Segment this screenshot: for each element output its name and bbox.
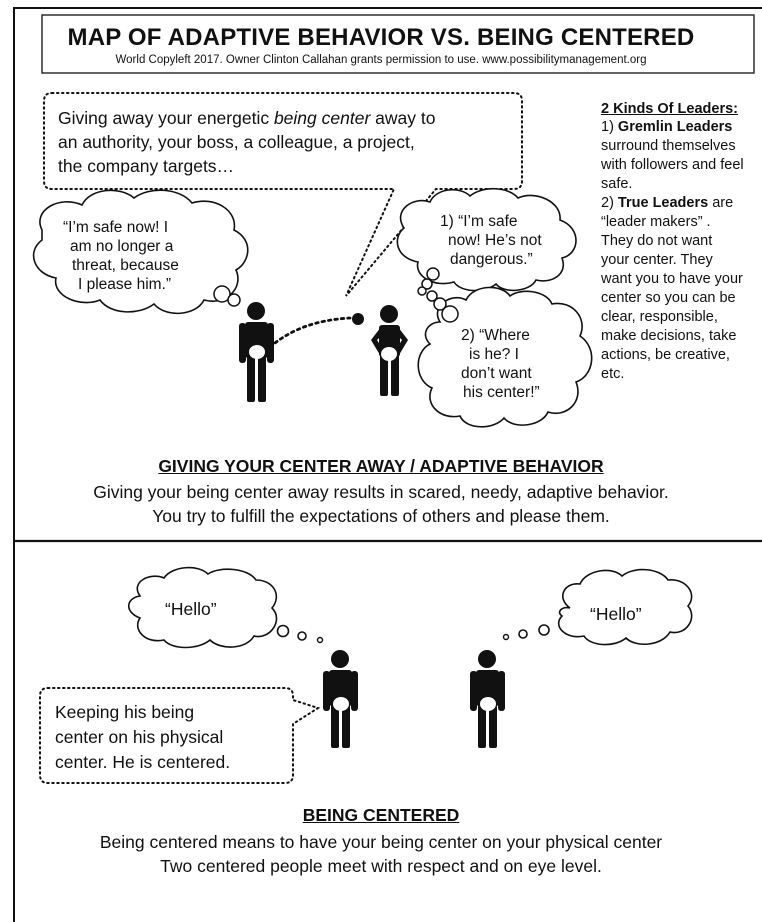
leaders-line: want you to have your [601, 271, 743, 287]
leaders-title: 2 Kinds Of Leaders: [601, 101, 738, 117]
centered-box-line: center on his physical [55, 727, 224, 747]
person-follower [239, 302, 274, 402]
thought-bubble [213, 285, 231, 303]
being-centered-description: Being centered means to have your being … [99, 832, 663, 852]
leaders-line: They do not want [601, 233, 713, 249]
thought-bubble [433, 297, 447, 311]
leaders-line: clear, responsible, [601, 309, 718, 325]
leaders-line: center so you can be [601, 290, 736, 306]
leaders-line: surround themselves [601, 138, 736, 154]
copyright-note: World Copyleft 2017. Owner Clinton Calla… [115, 54, 647, 66]
being-centered-description: Two centered people meet with respect an… [160, 856, 602, 876]
thought-bubble [297, 631, 307, 641]
outer-border [13, 7, 762, 922]
thought-bubble [276, 624, 290, 638]
thought-bubble [441, 305, 459, 323]
leaders-item-1: 1) Gremlin Leaders [601, 119, 733, 135]
leader-thought-1: now! He’s not [448, 232, 542, 249]
being-center-dot [352, 313, 364, 325]
leader-cloud-2 [417, 286, 593, 428]
follower-thought: “I’m safe now! I [63, 219, 169, 236]
leader-thought-1: dangerous.” [450, 251, 533, 268]
center-transfer-arrow [268, 316, 352, 349]
leaders-line: “leader makers” . [601, 214, 711, 230]
person-leader [371, 305, 408, 396]
leader-thought-2: is he? I [469, 346, 519, 363]
thought-bubble [316, 636, 324, 644]
thought-bubble [426, 290, 438, 302]
thought-bubble [502, 633, 510, 641]
leaders-line: your center. They [601, 252, 713, 268]
follower-cloud [32, 189, 249, 315]
title-box [41, 14, 755, 74]
leaders-line: with followers and feel [601, 157, 744, 173]
leaders-item-2: 2) True Leaders are [601, 195, 734, 211]
leaders-line: etc. [601, 366, 625, 382]
leader-thought-2: his center!” [463, 384, 540, 401]
speech-box-line: the company targets… [58, 156, 235, 176]
follower-thought: am no longer a [70, 238, 174, 255]
thought-bubble [538, 624, 550, 636]
thought-bubble [421, 278, 433, 290]
person-centered-left [323, 650, 358, 748]
leaders-line: actions, be creative, [601, 347, 730, 363]
leaders-line: safe. [601, 176, 633, 192]
leader-cloud-1 [396, 187, 577, 292]
speech-box-line: Giving away your energetic being center … [58, 108, 436, 128]
speech-box-line: an authority, your boss, a colleague, a … [58, 132, 415, 152]
leaders-line: make decisions, take [601, 328, 737, 344]
top-speech-box [43, 92, 523, 297]
thought-bubble [227, 293, 241, 307]
adaptive-behavior-description: You try to fulfill the expectations of o… [152, 506, 610, 526]
centered-box-line: center. He is centered. [55, 752, 231, 772]
hello-right: “Hello” [590, 604, 642, 624]
page-title: MAP OF ADAPTIVE BEHAVIOR VS. BEING CENTE… [67, 24, 695, 51]
being-centered-heading: BEING CENTERED [302, 805, 460, 825]
leader-thought-2: don’t want [461, 365, 532, 382]
adaptive-behavior-heading: GIVING YOUR CENTER AWAY / ADAPTIVE BEHAV… [158, 456, 604, 476]
thought-bubble [417, 286, 427, 296]
thought-bubble [426, 267, 440, 281]
hello-cloud-left [127, 566, 278, 649]
leader-thought-2: 2) “Where [461, 327, 530, 344]
centered-box-line: Keeping his being [55, 702, 195, 722]
leader-thought-1: 1) “I’m safe [440, 213, 518, 230]
thought-bubble [518, 629, 528, 639]
hello-left: “Hello” [165, 599, 217, 619]
follower-thought: threat, because [72, 257, 179, 274]
follower-thought: I please him.” [78, 276, 172, 293]
person-centered-right [470, 650, 505, 748]
adaptive-behavior-description: Giving your being center away results in… [93, 482, 669, 502]
bottom-speech-box [39, 687, 321, 784]
hello-cloud-right [557, 568, 693, 646]
